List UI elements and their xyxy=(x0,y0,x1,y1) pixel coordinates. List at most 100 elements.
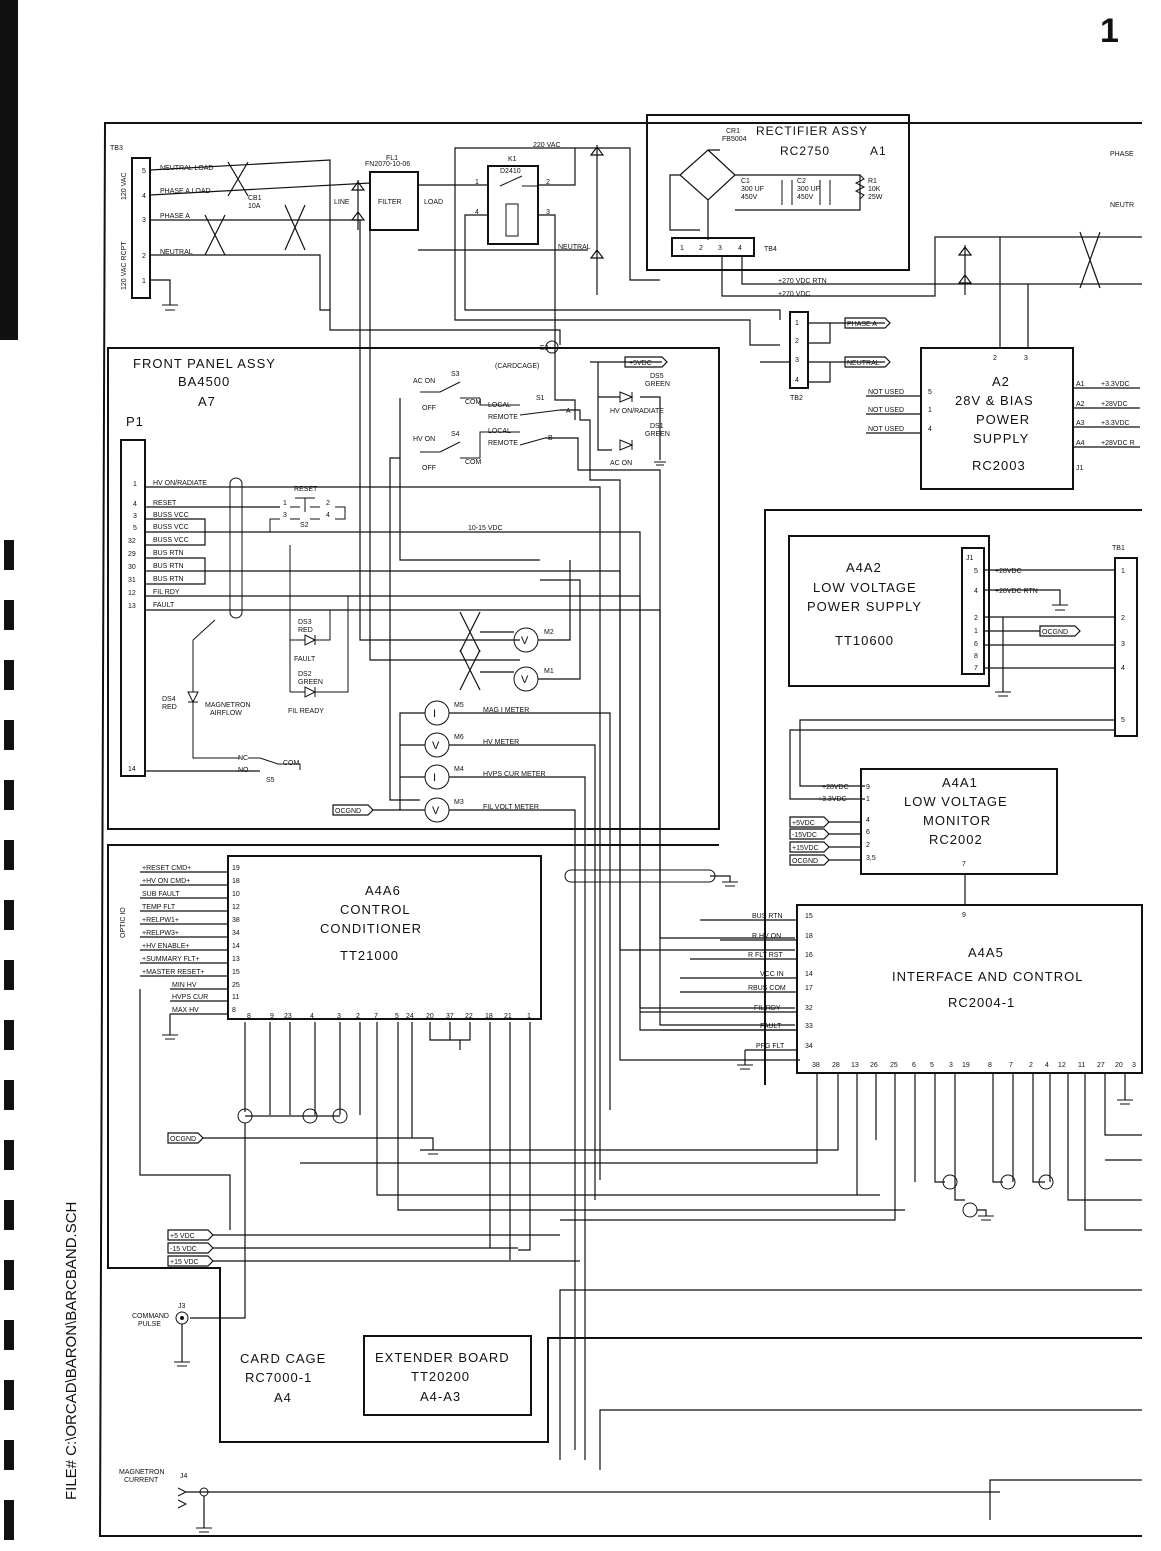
a4a1-in-flag: +15VDC xyxy=(792,845,819,852)
p1-pin: 5 xyxy=(133,525,137,532)
a2-title-1: 28V & BIAS xyxy=(955,393,1034,408)
a2-right-pin: A1 xyxy=(1076,381,1085,388)
ds2-label: DS2 xyxy=(298,671,312,678)
a4a6-bottom-pin: 37 xyxy=(446,1013,454,1020)
ds4-color: RED xyxy=(162,704,177,711)
c2-label: C2 xyxy=(797,178,806,185)
a2-j1: J1 xyxy=(1076,465,1084,472)
a4a1-in: +28VDC xyxy=(822,784,849,791)
a4a6-in: +RELPW3+ xyxy=(142,930,179,937)
c1-voltage: 450V xyxy=(741,194,758,201)
tb1-pin: 5 xyxy=(1121,717,1125,724)
j3-desc-1: COMMAND xyxy=(132,1313,169,1320)
a4a6-in: +HV ENABLE+ xyxy=(142,943,189,950)
a4a5-pin: 18 xyxy=(805,933,813,940)
front-panel-title: FRONT PANEL ASSY xyxy=(133,356,276,371)
m2-label: M2 xyxy=(544,629,554,636)
p1-label: P1 xyxy=(126,414,144,429)
reset-pin: 3 xyxy=(283,512,287,519)
a2-title-3: SUPPLY xyxy=(973,431,1029,446)
ds3-label: DS3 xyxy=(298,619,312,626)
k1-pin: 3 xyxy=(546,209,550,216)
sheet-border xyxy=(98,122,1142,1537)
m5-meter xyxy=(424,700,450,726)
a4a6-pin: 8 xyxy=(232,1007,236,1014)
a4a5-bottom-pin: 19 xyxy=(962,1062,970,1069)
s3-ac-on: AC ON xyxy=(413,378,435,385)
a4a6-in: SUB FAULT xyxy=(142,891,180,898)
s4-off: OFF xyxy=(422,465,436,472)
s3-off: OFF xyxy=(422,405,436,412)
a4a1-in-flag: +5VDC xyxy=(792,820,815,827)
tb1-pin: 3 xyxy=(1121,641,1125,648)
k1-relay xyxy=(487,165,539,245)
a4a6-bottom-pin: 23 xyxy=(284,1013,292,1020)
a2-not-used: NOT USED xyxy=(868,426,904,433)
a4a1-pin: 2 xyxy=(866,842,870,849)
p1-signal: BUSS VCC xyxy=(153,537,189,544)
a4a6-title-2: CONDITIONER xyxy=(320,921,422,936)
a4a2-ref: A4A2 xyxy=(846,560,882,575)
fl1-part: FN2070-10-06 xyxy=(365,161,410,168)
tb3-pin: 4 xyxy=(142,193,146,200)
a4a2-j1 xyxy=(961,547,985,675)
k1-pin: 4 xyxy=(475,209,479,216)
a2-part: RC2003 xyxy=(972,458,1026,473)
a4a5-bottom-pin: 8 xyxy=(988,1062,992,1069)
p1-pin: 30 xyxy=(128,564,136,571)
net-neutral-load: NEUTRAL LOAD xyxy=(160,165,213,172)
a4a6-bottom-pin: 18 xyxy=(485,1013,493,1020)
tb2-pin: 3 xyxy=(795,357,799,364)
a4a2-pin: 1 xyxy=(974,628,978,635)
ds2-desc: FIL READY xyxy=(288,708,324,715)
a4a6-pin: 25 xyxy=(232,982,240,989)
a4a6-bottom-pin: 21 xyxy=(504,1013,512,1020)
a4a2-pin: 6 xyxy=(974,641,978,648)
p1-signal: HV ON/RADIATE xyxy=(153,480,207,487)
m4-symbol: I xyxy=(433,772,436,784)
m1-symbol: V xyxy=(521,674,529,686)
s5-nc: NC xyxy=(238,755,248,762)
a4a2-part: TT10600 xyxy=(835,633,894,648)
a2-output: +3.3VDC xyxy=(1101,420,1130,427)
file-label: FILE# C:\ORCAD\BARON\BARCBAND.SCH xyxy=(63,1202,80,1500)
a4a2-ocgnd: OCGND xyxy=(1042,629,1068,636)
a4a1-title-2: MONITOR xyxy=(923,813,991,828)
a4a5-in: BUS RTN xyxy=(752,913,783,920)
fl1-filter xyxy=(369,171,419,231)
tb3-pin: 3 xyxy=(142,217,146,224)
rail-15v: +15 VDC xyxy=(170,1259,199,1266)
a4a6-pin: 11 xyxy=(232,994,239,1001)
a4a2-pin: 8 xyxy=(974,653,978,660)
p1-pin: 32 xyxy=(128,538,136,545)
fil-meter: FIL VOLT METER xyxy=(483,804,539,811)
a4a6-side-label: OPTIC IO xyxy=(120,907,127,938)
a4a1-out-pin: 7 xyxy=(962,861,966,868)
p1-pin: 14 xyxy=(128,766,136,773)
a4a6-pin: 12 xyxy=(232,904,240,911)
rectifier-out: +270 VDC xyxy=(778,291,811,298)
a4a6-pin: 19 xyxy=(232,865,240,872)
reset-pin: 2 xyxy=(326,500,330,507)
rail-5v: +5 VDC xyxy=(170,1233,195,1240)
a4a5-bottom-pin: 2 xyxy=(1029,1062,1033,1069)
m6-symbol: V xyxy=(432,740,440,752)
j4-desc-2: CURRENT xyxy=(124,1477,159,1484)
p1-signal: BUSS VCC xyxy=(153,512,189,519)
p1-pin: 29 xyxy=(128,551,136,558)
m4-label: M4 xyxy=(454,766,464,773)
ds4-desc-2: AIRFLOW xyxy=(210,710,242,717)
p1-pin: 12 xyxy=(128,590,136,597)
c2-voltage: 450V xyxy=(797,194,814,201)
a4a5-bottom-pin: 3 xyxy=(949,1062,953,1069)
p1-pin: 13 xyxy=(128,603,136,610)
p1-pin: 4 xyxy=(133,501,137,508)
a4a6-in: TEMP FLT xyxy=(142,904,176,911)
p1-connector xyxy=(120,439,146,777)
m2-symbol: V xyxy=(521,635,529,647)
tb3-pin: 1 xyxy=(142,278,146,285)
tb3-side-bottom: 120 VAC RCPT xyxy=(121,241,128,290)
neutral-label: NEUTRAL xyxy=(558,244,591,251)
a4a5-bottom-pin: 6 xyxy=(912,1062,916,1069)
a4a6-bottom-pin: 7 xyxy=(374,1013,378,1020)
